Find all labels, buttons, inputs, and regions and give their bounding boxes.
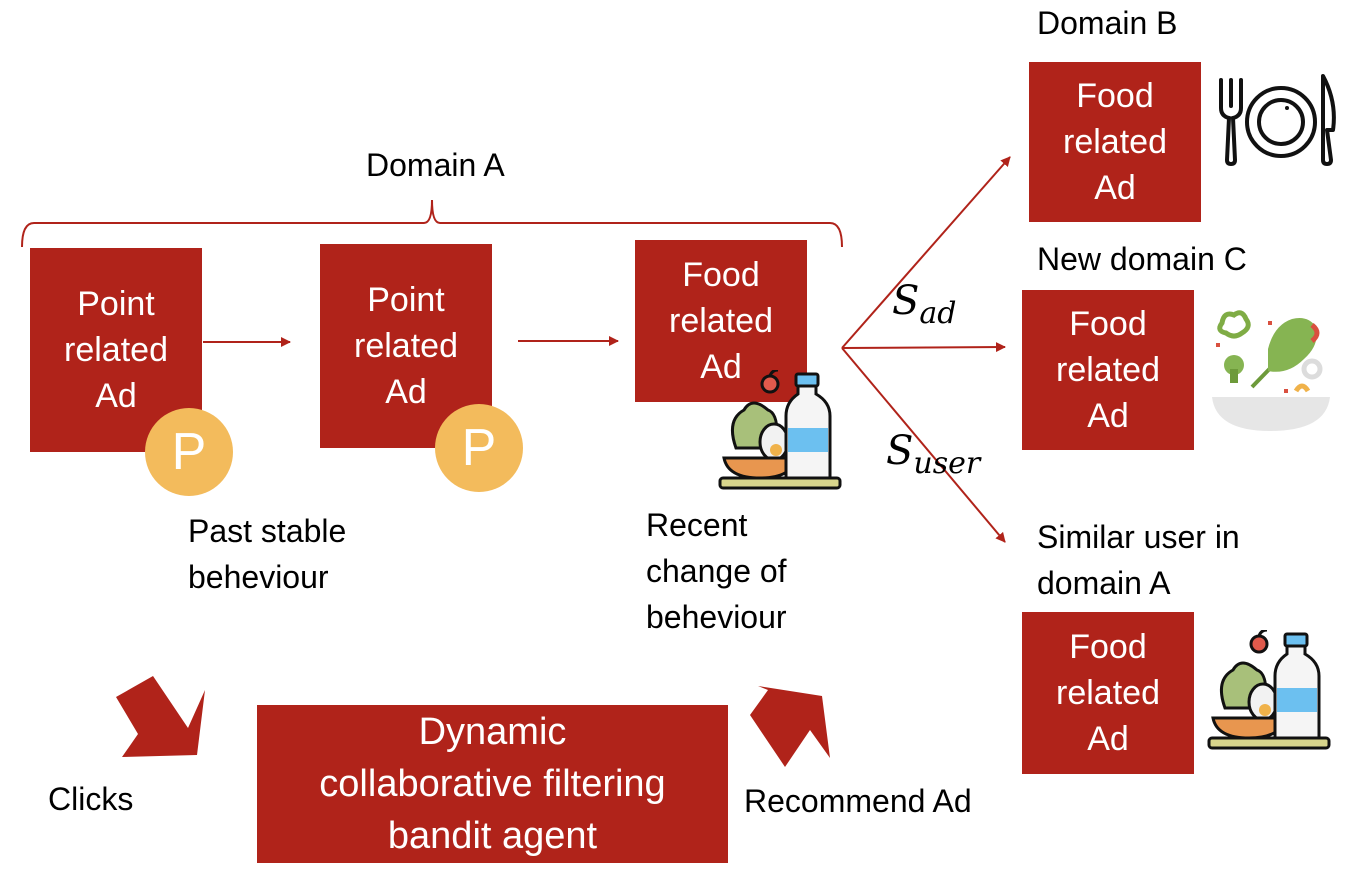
clicks-arrow: [116, 676, 205, 757]
s-user-label: Suser: [886, 428, 981, 481]
recommend-arrow: [750, 686, 830, 767]
recommend-ad-label: Recommend Ad: [744, 783, 972, 819]
domain-b-label: Domain B: [1037, 5, 1178, 41]
recent-change-label: Recent change of beheviour: [646, 507, 787, 635]
plate-cutlery-icon: [1219, 74, 1336, 167]
food-ad-box-domain-b: Food related Ad: [1029, 62, 1201, 222]
similar-user-label: Similar user in domain A: [1037, 519, 1240, 601]
salad-bottle-icon: [718, 370, 842, 490]
bandit-agent-box: Dynamic collaborative filtering bandit a…: [257, 705, 728, 863]
s-ad-label: Sad: [892, 278, 957, 331]
food-ad-box-domain-a: Food related Ad: [635, 240, 807, 402]
clicks-label: Clicks: [48, 781, 134, 817]
domain-c-label: New domain C: [1037, 241, 1247, 277]
point-badge-1: P: [145, 408, 233, 496]
food-ad-box-domain-c: Food related Ad: [1022, 290, 1194, 450]
food-ad-box-similar-user: Food related Ad: [1022, 612, 1194, 774]
salad-bottle-icon-similar-user: [1207, 630, 1331, 750]
arrow-to-domain-b: [841, 156, 1011, 349]
arrow-to-similar-user: [841, 347, 1006, 543]
domain-a-brace: [21, 199, 843, 248]
arrow-to-domain-c: [841, 342, 1006, 353]
salad-bowl-icon: [1212, 310, 1330, 431]
point-badge-2: P: [435, 404, 523, 492]
domain-a-label: Domain A: [366, 147, 505, 183]
past-behaviour-label: Past stable beheviour: [188, 513, 347, 595]
